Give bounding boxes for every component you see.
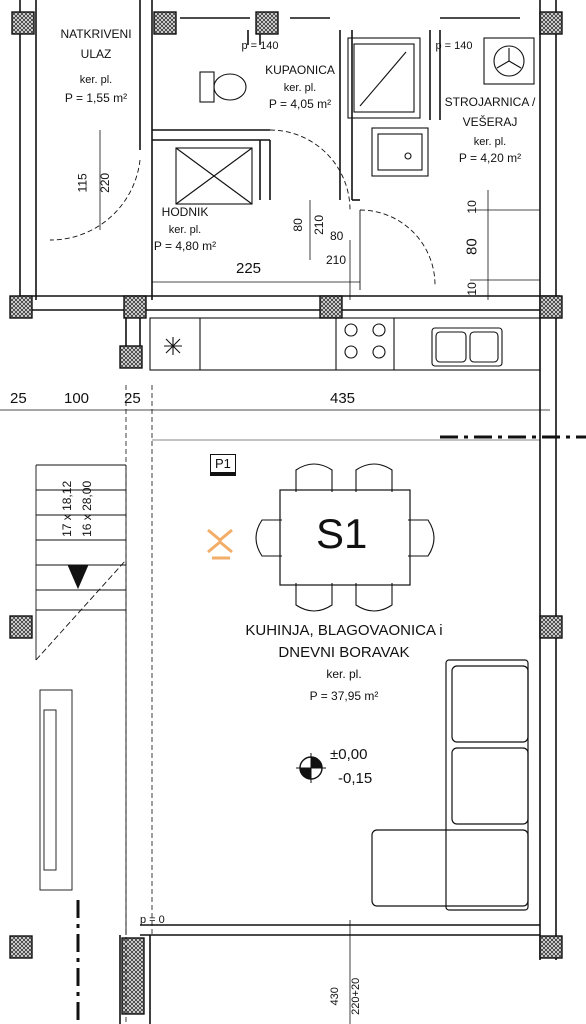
hodnik-name: HODNIK — [161, 205, 209, 219]
dim-115: 115 — [75, 173, 90, 193]
dnevni-name-1: KUHINJA, BLAGOVAONICA i — [245, 622, 443, 639]
strojarnica-finish: ker. pl. — [473, 136, 507, 148]
natkriveni-ulaz-finish: ker. pl. — [79, 74, 113, 86]
dimension-lines — [0, 130, 550, 1024]
dim-220-20: 220+20 — [350, 977, 363, 1015]
dnevni-name-2: DNEVNI BORAVAK — [278, 644, 410, 661]
dim-10-bot: 10 — [464, 282, 479, 296]
sofa — [371, 659, 529, 911]
dim-210-vert: 210 — [312, 214, 327, 235]
parapet-right: p = 140 — [435, 40, 473, 52]
natkriveni-ulaz-name-1: NATKRIVENI — [60, 27, 132, 41]
hodnik-area: P = 4,80 m² — [153, 239, 217, 253]
walls — [19, 0, 560, 1024]
level-upper: ±0,00 — [330, 746, 368, 763]
dim-80-vert: 80 — [290, 218, 305, 232]
dim-25a: 25 — [10, 390, 27, 407]
dim-210-door: 210 — [326, 253, 347, 267]
dim-80-door: 80 — [330, 229, 344, 243]
columns — [9, 11, 563, 1015]
s1-label: S1 — [316, 510, 368, 557]
kupaonica-area: P = 4,05 m² — [268, 97, 332, 111]
dnevni-finish: ker. pl. — [326, 667, 362, 681]
kitchen-counter — [149, 317, 541, 371]
dim-220: 220 — [98, 172, 113, 193]
p1-tag: P1 — [210, 454, 236, 473]
stairs-steps-1: 17 x 18,12 — [60, 480, 75, 537]
dim-430: 430 — [328, 987, 341, 1006]
natkriveni-ulaz-area: P = 1,55 m² — [64, 91, 128, 105]
level-lower: -0,15 — [338, 770, 373, 787]
kupaonica-name: KUPAONICA — [265, 63, 335, 77]
dim-25b: 25 — [124, 390, 141, 407]
dnevni-area: P = 37,95 m² — [309, 689, 379, 703]
dining-table — [255, 463, 435, 612]
dim-80-right: 80 — [463, 238, 481, 255]
stairs-steps-2: 16 x 28,00 — [80, 480, 95, 537]
kupaonica-finish: ker. pl. — [283, 82, 317, 94]
dim-435: 435 — [330, 390, 356, 407]
watermark-logo — [207, 528, 233, 560]
section-cut-line — [76, 435, 586, 1024]
dim-100: 100 — [64, 390, 90, 407]
dim-10-top: 10 — [464, 200, 479, 214]
parapet-p0: p = 0 — [140, 914, 165, 926]
door-swings — [49, 129, 436, 290]
strojarnica-area: P = 4,20 m² — [458, 151, 522, 165]
parapet-left: p = 140 — [241, 40, 279, 52]
level-marker — [296, 753, 326, 783]
hodnik-finish: ker. pl. — [168, 224, 202, 236]
strojarnica-name-1: STROJARNICA / — [444, 95, 536, 109]
bathroom-fixtures — [175, 37, 535, 205]
strojarnica-name-2: VEŠERAJ — [462, 115, 518, 129]
dim-225: 225 — [236, 260, 262, 277]
natkriveni-ulaz-name-2: ULAZ — [80, 47, 112, 61]
